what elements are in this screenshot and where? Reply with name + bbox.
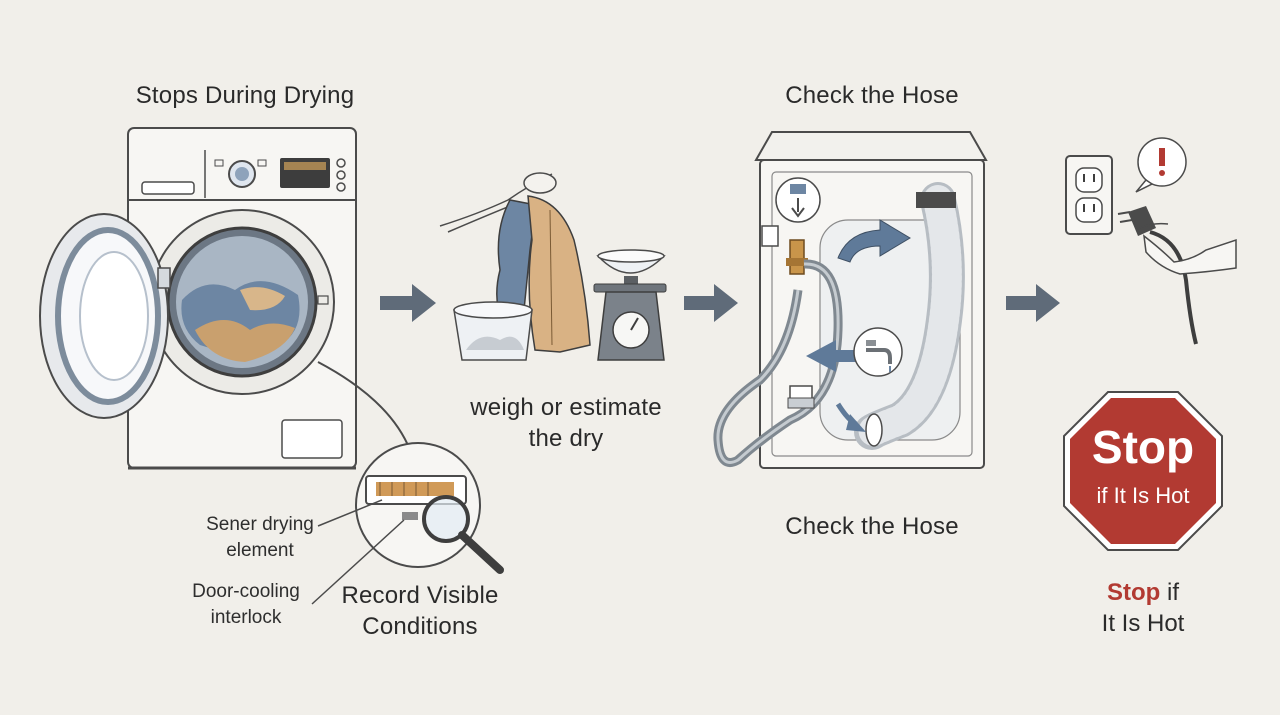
arrow-right-icon	[1006, 284, 1060, 322]
stop-caption-rest1: if	[1160, 579, 1179, 606]
sensor-label-line2: element	[226, 540, 294, 561]
hose-icon	[713, 131, 988, 469]
stop-sign-icon	[1063, 391, 1223, 551]
warning-icon	[1135, 137, 1187, 193]
scale-icon	[593, 249, 667, 361]
interlock-label-line1: Door-cooling	[192, 581, 300, 602]
interlock-leader-line	[311, 519, 405, 605]
record-label-line2: Conditions	[362, 613, 478, 640]
stop-caption-line2: It Is Hot	[1101, 610, 1185, 637]
step2-caption-line1: weigh or estimate	[470, 394, 662, 421]
stop-sign-big-text: Stop	[1091, 421, 1195, 473]
washing-machine-icon	[39, 127, 357, 470]
interlock-label-line2: interlock	[210, 607, 282, 628]
sensor-label-line1: Sener drying	[206, 514, 314, 535]
faucet-icon	[853, 327, 903, 377]
sensor-leader-line	[317, 499, 383, 527]
clothes-icon	[439, 172, 591, 353]
arrow-right-icon	[380, 284, 436, 322]
step3-caption: Check the Hose	[785, 513, 959, 540]
record-label-line1: Record Visible	[341, 582, 499, 609]
stop-caption-bold: Stop	[1107, 579, 1161, 606]
outlet-icon	[1065, 155, 1113, 235]
step1-title: Stops During Drying	[135, 82, 355, 109]
step3-title: Check the Hose	[785, 82, 959, 109]
plug-icon	[1117, 206, 1237, 345]
basin-icon	[453, 301, 533, 361]
stop-sign-small-text: if It Is Hot	[1096, 483, 1190, 508]
step2-caption-line2: the dry	[528, 425, 604, 452]
arrow-right-icon	[684, 284, 738, 322]
stop-caption-line1: Stop if	[1060, 577, 1226, 608]
